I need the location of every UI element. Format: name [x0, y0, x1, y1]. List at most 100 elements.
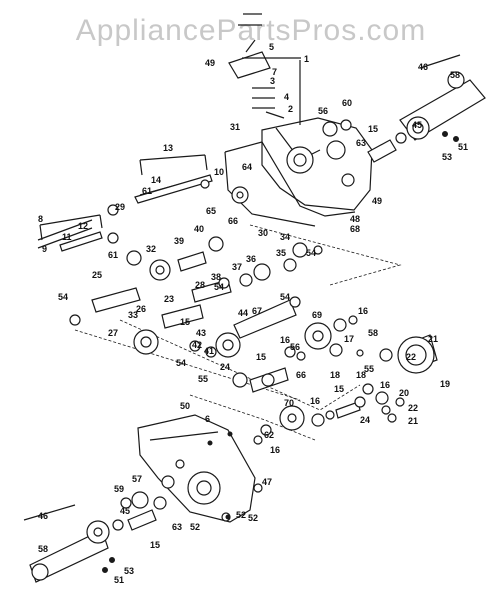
part-label: 53 [442, 152, 452, 162]
part-label: 2 [288, 104, 293, 114]
part-label: 53 [124, 566, 134, 576]
lower-housing [137, 414, 263, 523]
part-label: 68 [350, 224, 360, 234]
part-label: 58 [38, 544, 48, 554]
part-label: 52 [190, 522, 200, 532]
part-label: 15 [368, 124, 378, 134]
part-label: 59 [114, 484, 124, 494]
part-label: 20 [399, 388, 409, 398]
part-label: 9 [42, 244, 47, 254]
part-label: 70 [284, 398, 294, 408]
part-label: 6 [205, 414, 210, 424]
bracket-lines [23, 54, 461, 521]
part-label: 23 [164, 294, 174, 304]
part-label: 16 [358, 306, 368, 316]
part-label: 65 [206, 206, 216, 216]
part-label: 46 [38, 511, 48, 521]
right-axle-top [322, 71, 486, 163]
part-label: 16 [280, 335, 290, 345]
part-label: 15 [334, 384, 344, 394]
part-label: 49 [205, 58, 215, 68]
part-label: 56 [290, 342, 300, 352]
part-label: 24 [360, 415, 370, 425]
part-label: 35 [276, 248, 286, 258]
part-label: 26 [136, 304, 146, 314]
part-label: 15 [180, 317, 190, 327]
part-label: 24 [220, 362, 230, 372]
part-label: 22 [408, 403, 418, 413]
part-label: 28 [195, 280, 205, 290]
part-label: 1 [304, 54, 309, 64]
part-label: 30 [258, 228, 268, 238]
part-label: 36 [246, 254, 256, 264]
part-label: 19 [440, 379, 450, 389]
part-label: 51 [114, 575, 124, 585]
part-label: 25 [92, 270, 102, 280]
part-label: 39 [174, 236, 184, 246]
part-number-labels: 1 2 3 4 5 6 7 8 9 10 11 12 13 14 15 15 1… [38, 42, 468, 585]
part-label: 38 [211, 272, 221, 282]
part-label: 54 [58, 292, 68, 302]
part-label: 44 [238, 308, 248, 318]
part-label: 29 [115, 202, 125, 212]
part-label: 58 [450, 70, 460, 80]
part-label: 37 [232, 262, 242, 272]
part-label: 12 [78, 221, 88, 231]
part-label: 10 [214, 167, 224, 177]
part-label: 22 [406, 352, 416, 362]
part-label: 34 [280, 232, 290, 242]
part-label: 13 [163, 143, 173, 153]
part-label: 51 [458, 142, 468, 152]
part-label: 62 [264, 430, 274, 440]
part-label: 54 [176, 358, 186, 368]
part-label: 40 [194, 224, 204, 234]
part-label: 14 [151, 175, 161, 185]
part-label: 47 [262, 477, 272, 487]
part-label: 66 [228, 216, 238, 226]
part-label: 27 [108, 328, 118, 338]
part-label: 11 [62, 232, 72, 242]
part-label: 63 [356, 138, 366, 148]
part-label: 33 [128, 310, 138, 320]
part-label: 50 [180, 401, 190, 411]
part-label: 21 [428, 334, 438, 344]
shafts-and-gears [37, 174, 438, 445]
left-lower-axle [29, 491, 231, 583]
part-label: 54 [280, 292, 290, 302]
part-label: 16 [270, 445, 280, 455]
part-label: 8 [38, 214, 43, 224]
part-label: 46 [418, 62, 428, 72]
part-label: 3 [270, 76, 275, 86]
top-cover-assembly [228, 13, 301, 119]
part-label: 17 [344, 334, 354, 344]
part-label: 54 [214, 282, 224, 292]
part-label: 45 [120, 506, 130, 516]
part-label: 41 [204, 346, 214, 356]
part-label: 16 [380, 380, 390, 390]
part-label: 42 [192, 340, 202, 350]
part-label: 16 [310, 396, 320, 406]
part-label: 58 [368, 328, 378, 338]
part-label: 43 [196, 328, 206, 338]
part-label: 57 [132, 474, 142, 484]
part-label: 5 [269, 42, 274, 52]
part-label: 60 [342, 98, 352, 108]
part-label: 63 [172, 522, 182, 532]
part-label: 21 [408, 416, 418, 426]
part-label: 45 [412, 120, 422, 130]
part-label: 15 [150, 540, 160, 550]
part-label: 55 [364, 364, 374, 374]
part-label: 49 [372, 196, 382, 206]
part-label: 48 [350, 214, 360, 224]
part-label: 55 [198, 374, 208, 384]
part-label: 18 [356, 370, 366, 380]
part-label: 61 [108, 250, 118, 260]
part-label: 66 [296, 370, 306, 380]
part-label: 54 [306, 248, 316, 258]
part-label: 7 [272, 67, 277, 77]
part-label: 56 [318, 106, 328, 116]
part-label: 67 [252, 306, 262, 316]
part-label: 61 [142, 186, 152, 196]
